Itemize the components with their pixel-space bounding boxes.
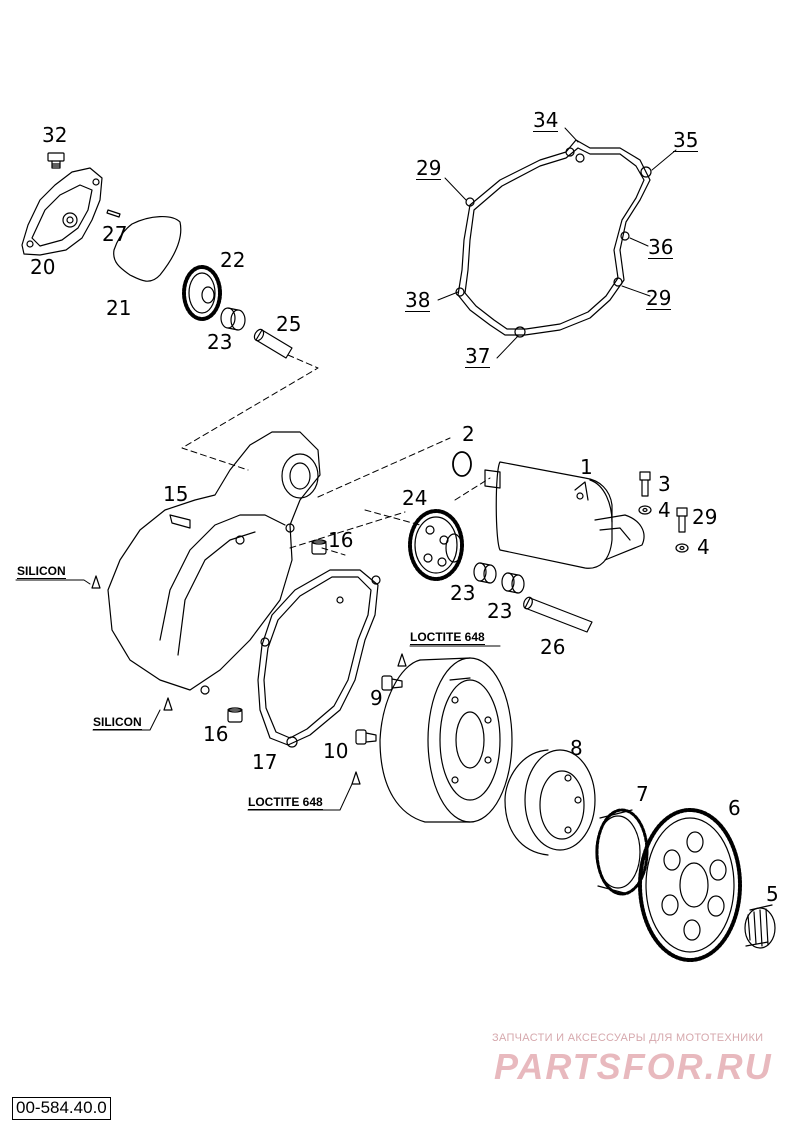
shaft-26-part: [523, 596, 593, 633]
part-number-26: 26: [540, 635, 566, 659]
note-leaders: [15, 579, 501, 811]
shaft-25-part: [253, 328, 293, 359]
part-number-38: 38: [405, 288, 431, 312]
bolt-29-part: [676, 507, 688, 533]
part-number-29-bolt: 29: [692, 505, 718, 529]
part-number-29-gasket-left: 29: [416, 156, 442, 180]
part-number-35: 35: [673, 128, 699, 152]
part-number-4-bottom: 4: [697, 535, 710, 559]
part-number-8: 8: [570, 736, 583, 760]
part-number-27: 27: [102, 222, 128, 246]
part-number-25: 25: [276, 312, 302, 336]
part-number-22: 22: [220, 248, 246, 272]
ignition-cover-15-part: [107, 431, 321, 695]
silicon-drop-2: [163, 697, 173, 711]
dowel-16-bottom-part: [227, 707, 243, 723]
assembly-dash-lines: [181, 354, 491, 556]
bearing-5-part: [744, 904, 776, 949]
rotor-part: [379, 657, 513, 823]
dowel-16-top-part: [311, 539, 327, 555]
part-number-23-mid-2: 23: [487, 599, 513, 623]
washer-4-top-part: [638, 505, 652, 515]
screw-10-part: [355, 729, 377, 745]
watermark-logo: PARTSFOR.RU: [494, 1046, 773, 1087]
bearing-23-mid-1-part: [473, 562, 497, 584]
part-number-3: 3: [658, 472, 671, 496]
screw-32-part: [47, 152, 65, 169]
pin-27-part: [106, 209, 121, 218]
part-number-29-gasket-right: 29: [646, 286, 672, 310]
silicon-note-bottom: SILICON: [93, 715, 142, 730]
gasket-21-part: [113, 216, 182, 282]
silicon-note-top: SILICON: [17, 564, 66, 579]
screw-9-part: [381, 675, 403, 691]
part-number-34: 34: [533, 108, 559, 132]
bearing-23-top-part: [220, 307, 246, 331]
part-number-37: 37: [465, 344, 491, 368]
part-number-5: 5: [766, 882, 779, 906]
starter-motor-1-part: [484, 461, 645, 569]
part-number-21: 21: [106, 296, 132, 320]
bolt-3-part: [639, 471, 651, 497]
part-number-1: 1: [580, 455, 593, 479]
part-number-6: 6: [728, 796, 741, 820]
part-number-15: 15: [163, 482, 189, 506]
silicon-drop-1: [91, 575, 101, 589]
loctite-drop-2: [351, 771, 361, 785]
watermark-tagline: ЗАПЧАСТИ И АКСЕССУАРЫ ДЛЯ МОТОТЕХНИКИ: [492, 1032, 764, 1044]
part-number-24: 24: [402, 486, 428, 510]
part-number-32: 32: [42, 123, 68, 147]
part-number-2: 2: [462, 422, 475, 446]
gear-24-part: [408, 509, 464, 581]
housing-8-part: [504, 749, 596, 856]
part-number-20: 20: [30, 255, 56, 279]
washer-4-bottom-part: [675, 543, 689, 553]
bearing-23-mid-2-part: [501, 572, 525, 594]
part-number-9: 9: [370, 686, 383, 710]
loctite-note-top: LOCTITE 648: [410, 630, 485, 645]
starter-gear-6-part: [638, 808, 742, 962]
loctite-note-bottom: LOCTITE 648: [248, 795, 323, 810]
part-number-23-top: 23: [207, 330, 233, 354]
part-number-10: 10: [323, 739, 349, 763]
loctite-drop-1: [397, 653, 407, 667]
part-number-16-bottom: 16: [203, 722, 229, 746]
part-number-7: 7: [636, 782, 649, 806]
o-ring-2-part: [452, 451, 472, 477]
diagram-code: 00-584.40.0: [12, 1097, 111, 1120]
gear-22-part: [182, 265, 222, 321]
leader-lines: [437, 127, 677, 359]
part-number-4-top: 4: [658, 498, 671, 522]
gasket-large-part: [455, 139, 652, 338]
part-number-16-top: 16: [328, 528, 354, 552]
part-number-36: 36: [648, 235, 674, 259]
cover-20-part: [21, 167, 103, 256]
part-number-23-mid-1: 23: [450, 581, 476, 605]
part-number-17: 17: [252, 750, 278, 774]
gasket-17-part: [257, 569, 381, 748]
